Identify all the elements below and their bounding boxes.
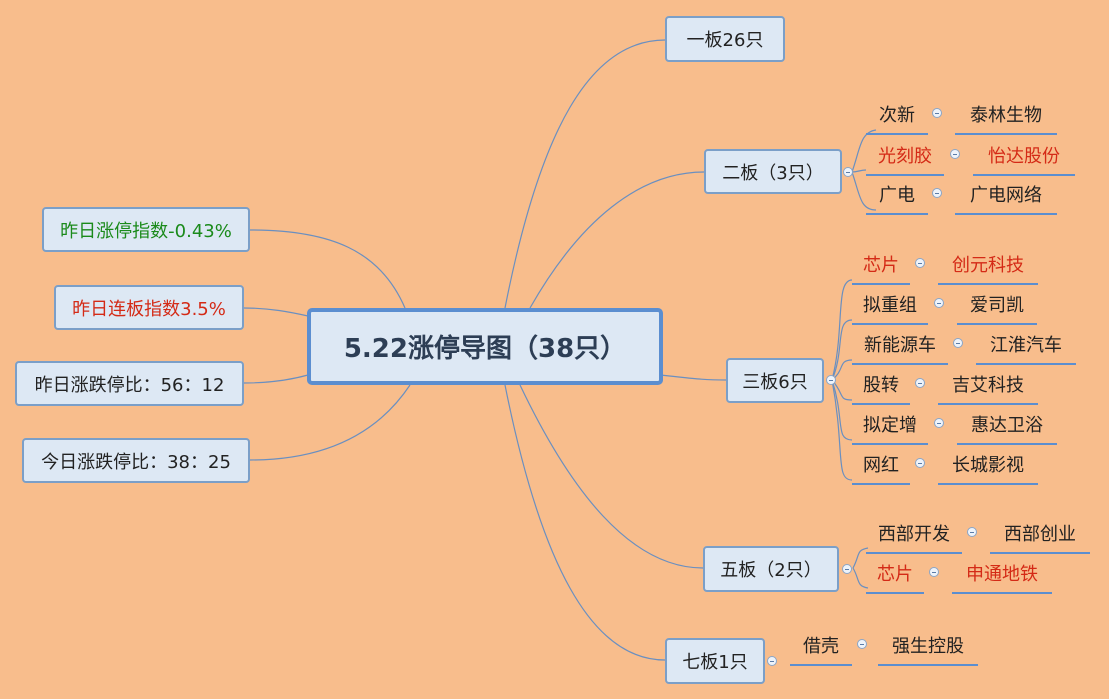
stock-label: 惠达卫浴 [971, 415, 1043, 436]
stock-leaf[interactable]: 吉艾科技 [938, 371, 1038, 405]
concept-leaf[interactable]: 拟定增 [852, 411, 928, 445]
stock-leaf[interactable]: 惠达卫浴 [957, 411, 1057, 445]
stock-leaf[interactable]: 广电网络 [955, 181, 1057, 215]
stock-leaf[interactable]: 泰林生物 [955, 101, 1057, 135]
collapse-icon[interactable] [967, 527, 977, 537]
stock-label: 西部创业 [1004, 524, 1076, 545]
left-node-label: 今日涨跌停比：38：25 [41, 451, 231, 473]
collapse-icon[interactable] [857, 639, 867, 649]
concept-label: 广电 [879, 185, 915, 206]
stock-label: 长城影视 [952, 455, 1024, 476]
concept-label: 西部开发 [878, 524, 950, 545]
center-topic-label: 5.22涨停导图（38只） [343, 334, 627, 364]
collapse-icon[interactable] [826, 375, 836, 385]
concept-label: 光刻胶 [878, 146, 932, 167]
concept-leaf[interactable]: 股转 [852, 371, 910, 405]
stock-leaf[interactable]: 申通地铁 [952, 560, 1052, 594]
stock-leaf[interactable]: 西部创业 [990, 520, 1090, 554]
concept-leaf[interactable]: 网红 [852, 451, 910, 485]
collapse-icon[interactable] [934, 418, 944, 428]
stock-leaf[interactable]: 江淮汽车 [976, 331, 1076, 365]
collapse-icon[interactable] [932, 108, 942, 118]
concept-label: 芯片 [863, 255, 899, 276]
collapse-icon[interactable] [915, 378, 925, 388]
collapse-icon[interactable] [915, 458, 925, 468]
collapse-icon[interactable] [767, 656, 777, 666]
collapse-icon[interactable] [929, 567, 939, 577]
collapse-icon[interactable] [842, 564, 852, 574]
branch-label: 五板（2只） [720, 560, 822, 581]
center-topic[interactable]: 5.22涨停导图（38只） [307, 308, 663, 385]
left-node-today-ratio[interactable]: 今日涨跌停比：38：25 [22, 438, 250, 483]
concept-leaf[interactable]: 新能源车 [852, 331, 948, 365]
concept-label: 新能源车 [864, 335, 936, 356]
stock-leaf[interactable]: 创元科技 [938, 251, 1038, 285]
stock-leaf[interactable]: 爱司凯 [957, 291, 1037, 325]
collapse-icon[interactable] [950, 149, 960, 159]
concept-label: 网红 [863, 455, 899, 476]
concept-label: 拟重组 [863, 295, 917, 316]
stock-label: 强生控股 [892, 636, 964, 657]
stock-label: 广电网络 [970, 185, 1042, 206]
concept-label: 芯片 [877, 564, 913, 585]
concept-label: 股转 [863, 375, 899, 396]
branch-label: 一板26只 [686, 30, 764, 51]
branch-board-7[interactable]: 七板1只 [665, 638, 765, 684]
collapse-icon[interactable] [934, 298, 944, 308]
concept-leaf[interactable]: 拟重组 [852, 291, 928, 325]
collapse-icon[interactable] [843, 167, 853, 177]
stock-label: 爱司凯 [970, 295, 1024, 316]
stock-label: 怡达股份 [988, 146, 1060, 167]
left-node-zt-index[interactable]: 昨日涨停指数-0.43% [42, 207, 250, 252]
stock-label: 泰林生物 [970, 105, 1042, 126]
left-node-label: 昨日涨跌停比：56：12 [34, 374, 225, 396]
concept-leaf[interactable]: 芯片 [852, 251, 910, 285]
collapse-icon[interactable] [953, 338, 963, 348]
stock-leaf[interactable]: 怡达股份 [973, 142, 1075, 176]
collapse-icon[interactable] [915, 258, 925, 268]
branch-board-3[interactable]: 三板6只 [726, 358, 824, 403]
concept-leaf[interactable]: 次新 [866, 101, 928, 135]
concept-leaf[interactable]: 广电 [866, 181, 928, 215]
left-node-yesterday-ratio[interactable]: 昨日涨跌停比：56：12 [15, 361, 244, 406]
stock-label: 江淮汽车 [990, 335, 1062, 356]
left-node-label: 昨日涨停指数-0.43% [60, 220, 232, 242]
concept-label: 次新 [879, 105, 915, 126]
branch-label: 三板6只 [742, 371, 808, 393]
branch-board-1[interactable]: 一板26只 [665, 16, 785, 62]
concept-leaf[interactable]: 西部开发 [866, 520, 962, 554]
stock-label: 申通地铁 [966, 564, 1038, 585]
left-node-lb-index[interactable]: 昨日连板指数3.5% [54, 285, 244, 330]
collapse-icon[interactable] [932, 188, 942, 198]
concept-label: 借壳 [803, 636, 839, 657]
stock-label: 吉艾科技 [952, 375, 1024, 396]
left-node-label: 昨日连板指数3.5% [72, 298, 226, 320]
concept-leaf[interactable]: 芯片 [866, 560, 924, 594]
branch-label: 七板1只 [682, 652, 748, 673]
stock-label: 创元科技 [952, 255, 1024, 276]
stock-leaf[interactable]: 强生控股 [878, 632, 978, 666]
stock-leaf[interactable]: 长城影视 [938, 451, 1038, 485]
concept-label: 拟定增 [863, 415, 917, 436]
concept-leaf[interactable]: 借壳 [790, 632, 852, 666]
concept-leaf[interactable]: 光刻胶 [866, 142, 944, 176]
branch-board-5[interactable]: 五板（2只） [703, 546, 839, 592]
branch-label: 二板（3只） [722, 162, 824, 184]
branch-board-2[interactable]: 二板（3只） [704, 149, 842, 194]
